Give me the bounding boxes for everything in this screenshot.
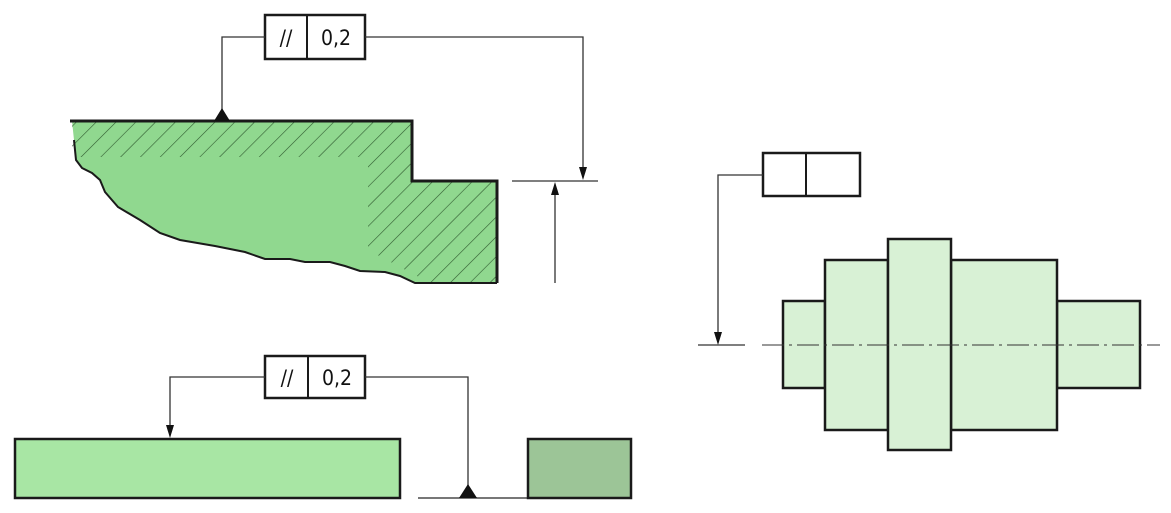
leader-lines-bottom xyxy=(169,376,469,488)
parallelism-symbol: // xyxy=(281,366,294,390)
arrowhead-icon xyxy=(551,182,559,195)
leader-lines-top xyxy=(221,36,598,283)
plate xyxy=(13,437,402,500)
break-line xyxy=(73,139,497,284)
hatching xyxy=(72,121,412,157)
part-outline xyxy=(70,119,499,283)
datum-block xyxy=(526,437,633,500)
tolerance-value: 0,2 xyxy=(321,26,351,50)
parallelism-frame-top: // 0,2 xyxy=(263,13,367,61)
arrowhead-icon xyxy=(166,425,174,438)
parallelism-frame-bottom: // 0,2 xyxy=(263,354,367,400)
stepped-part xyxy=(70,119,499,284)
datum-triangle-icon xyxy=(214,108,230,121)
arrowhead-icon xyxy=(714,332,722,345)
tolerance-value: 0,2 xyxy=(322,366,352,390)
arrowhead-icon xyxy=(579,167,587,180)
leader-line-shaft xyxy=(717,174,763,335)
empty-frame-shaft xyxy=(761,151,862,198)
parallelism-symbol: // xyxy=(280,26,293,50)
datum-triangle-icon xyxy=(459,484,477,498)
